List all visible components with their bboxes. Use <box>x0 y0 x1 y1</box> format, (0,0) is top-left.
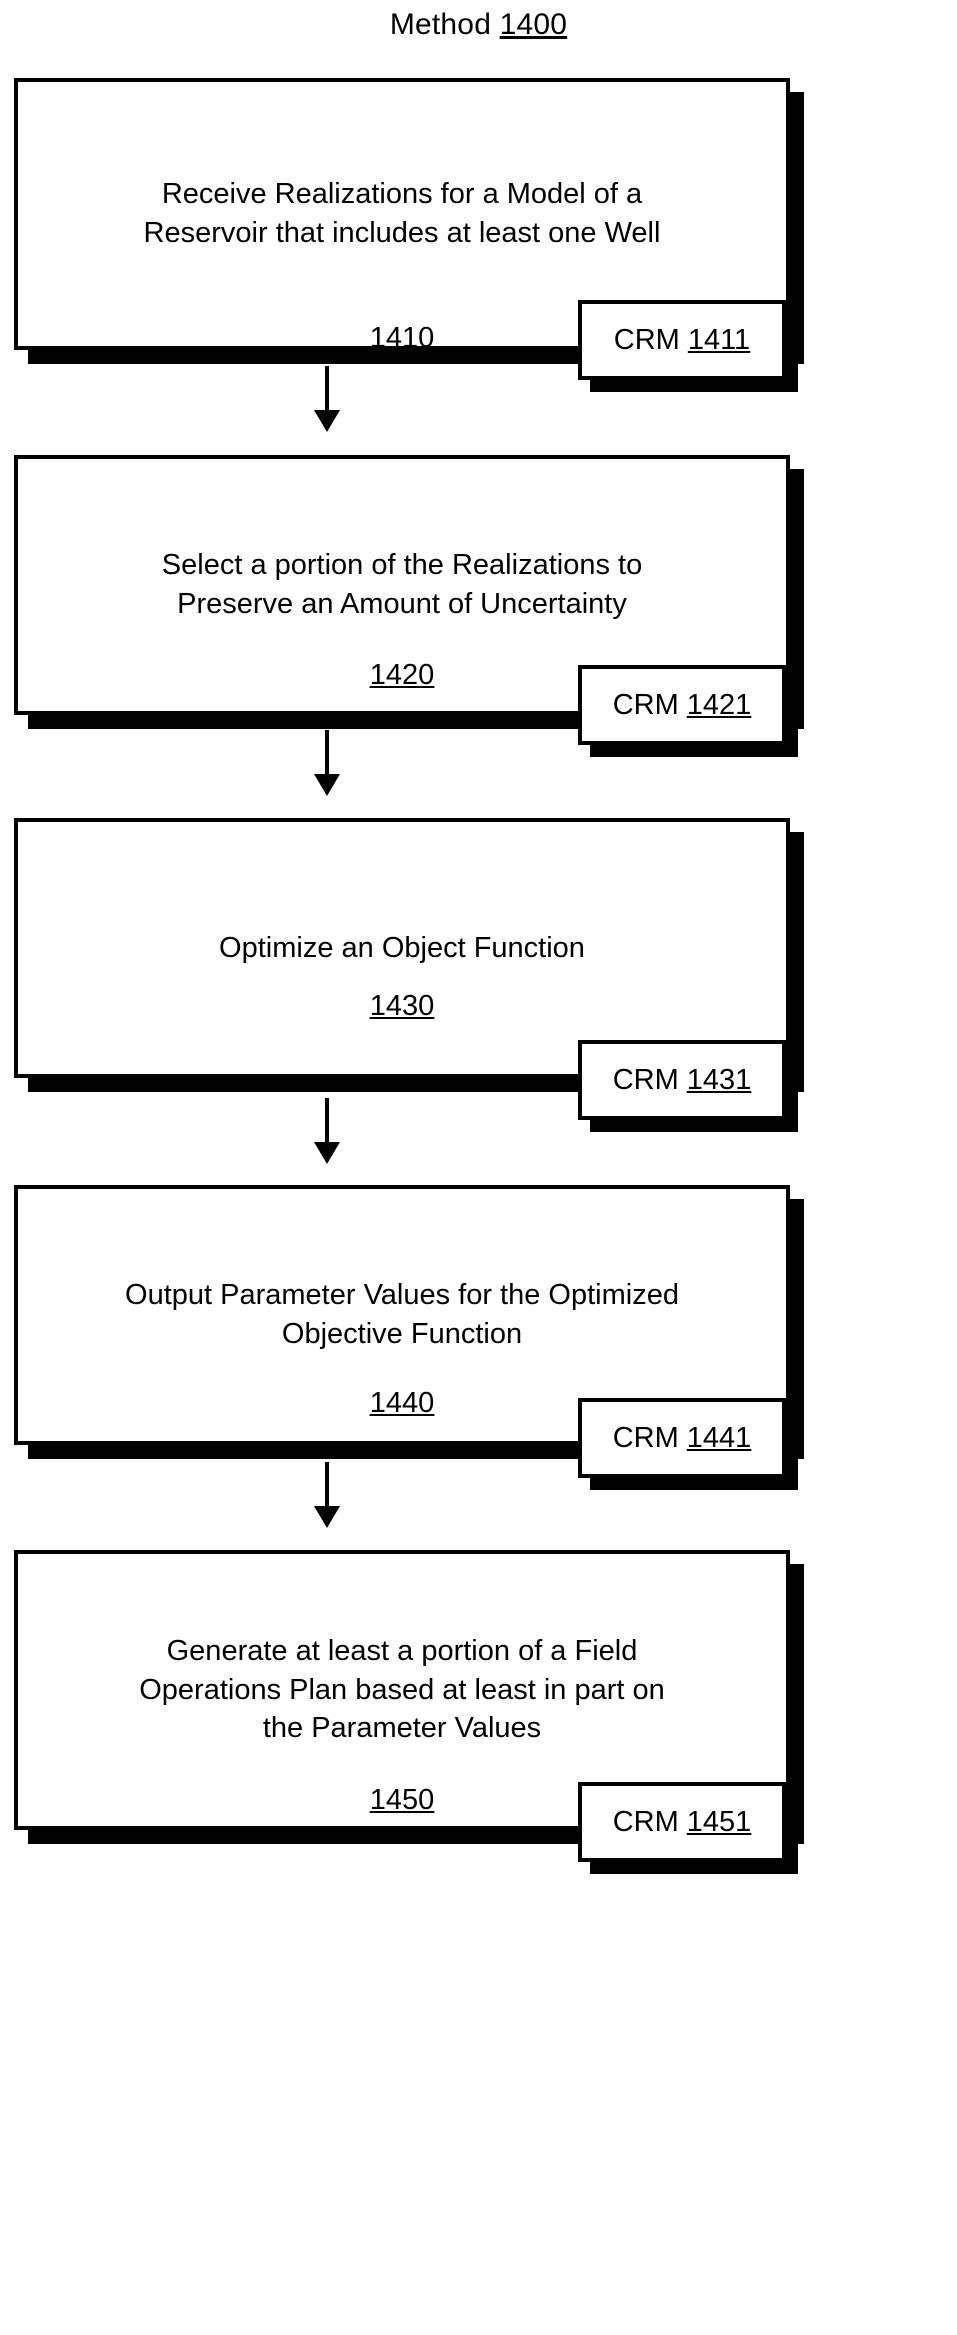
crm-block-1441: CRM 1441 <box>578 1398 798 1490</box>
step-text-1420: Select a portion of the Realizations to … <box>161 549 643 620</box>
crm-box: CRM 1421 <box>578 665 786 745</box>
step-number-1420: 1420 <box>369 659 435 691</box>
crm-block-1411: CRM 1411 <box>578 300 798 392</box>
step-number-1450: 1450 <box>369 1784 435 1816</box>
crm-number: 1431 <box>686 1063 752 1096</box>
crm-box: CRM 1411 <box>578 300 786 380</box>
step-text-1430: Optimize an Object Function <box>219 931 585 964</box>
crm-number: 1411 <box>687 323 751 356</box>
diagram-title-number: 1400 <box>499 8 568 41</box>
step-number-1440: 1440 <box>369 1387 435 1419</box>
flow-step-1430: Optimize an Object Function 1430 <box>14 818 804 1092</box>
step-text-1410: Receive Realizations for a Model of a Re… <box>143 178 661 249</box>
step-number-1430: 1430 <box>369 990 435 1022</box>
crm-number: 1451 <box>686 1805 752 1838</box>
crm-box: CRM 1441 <box>578 1398 786 1478</box>
step-text-1450: Generate at least a portion of a Field O… <box>139 1635 665 1745</box>
crm-label: CRM <box>613 323 680 356</box>
crm-label: CRM <box>612 688 679 721</box>
step-box: Receive Realizations for a Model of a Re… <box>14 78 790 350</box>
crm-box: CRM 1451 <box>578 1782 786 1862</box>
arrow-1410-to-1420 <box>314 366 340 432</box>
step-box: Optimize an Object Function <box>14 818 790 1078</box>
crm-block-1421: CRM 1421 <box>578 665 798 757</box>
crm-label: CRM <box>612 1063 679 1096</box>
crm-block-1431: CRM 1431 <box>578 1040 798 1132</box>
crm-label: CRM <box>612 1421 679 1454</box>
arrow-1420-to-1430 <box>314 730 340 796</box>
crm-block-1451: CRM 1451 <box>578 1782 798 1874</box>
flow-step-1450: Generate at least a portion of a Field O… <box>14 1550 804 1844</box>
arrow-1440-to-1450 <box>314 1462 340 1528</box>
arrow-1430-to-1440 <box>314 1098 340 1164</box>
diagram-title-label: Method <box>389 8 492 41</box>
crm-box: CRM 1431 <box>578 1040 786 1120</box>
step-text-1440: Output Parameter Values for the Optimize… <box>125 1279 679 1350</box>
crm-number: 1441 <box>686 1421 752 1454</box>
crm-number: 1421 <box>686 688 752 721</box>
diagram-title: Method 1400 <box>0 8 957 42</box>
step-number-1410: 1410 <box>369 322 435 354</box>
flow-step-1410: Receive Realizations for a Model of a Re… <box>14 78 804 364</box>
crm-label: CRM <box>612 1805 679 1838</box>
